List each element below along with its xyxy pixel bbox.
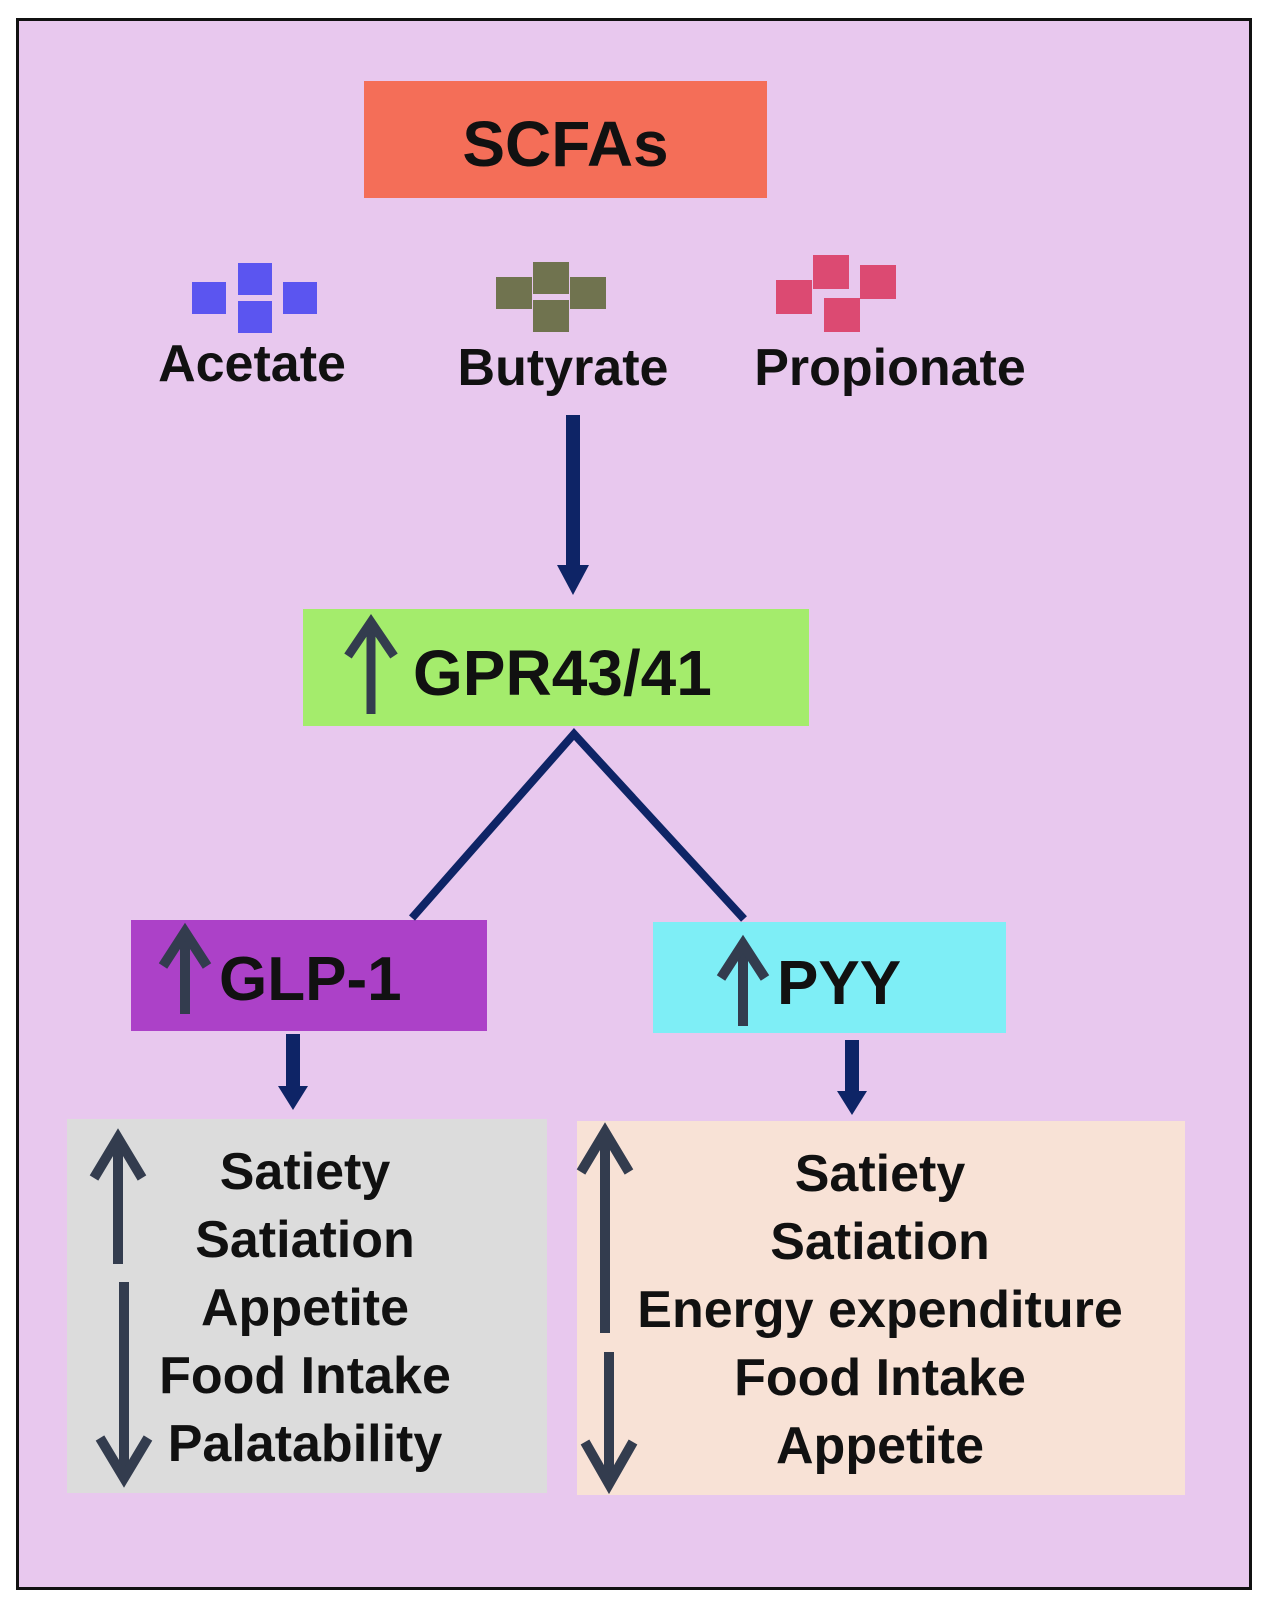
effect-item: Satiation bbox=[770, 1213, 990, 1271]
effect-item: Satiation bbox=[195, 1211, 415, 1269]
pyy-effects-list: Satiety Satiation Energy expenditure Foo… bbox=[610, 1140, 1150, 1480]
effect-item: Appetite bbox=[201, 1279, 409, 1337]
flow-arrow-down-icon bbox=[837, 1040, 867, 1115]
effect-item: Food Intake bbox=[734, 1349, 1026, 1407]
effect-item: Palatability bbox=[167, 1415, 443, 1473]
up-arrow-icon bbox=[344, 613, 398, 714]
effect-item: Satiety bbox=[219, 1143, 391, 1201]
receptor-label: GPR43/41 bbox=[413, 637, 712, 709]
pyy-box: PYY bbox=[653, 922, 1006, 1033]
glp1-label: GLP-1 bbox=[219, 945, 402, 1014]
effect-item: Energy expenditure bbox=[637, 1281, 1123, 1339]
propionate-label: Propionate bbox=[754, 339, 1026, 397]
scfas-title: SCFAs bbox=[462, 108, 669, 180]
pyy-label: PYY bbox=[777, 949, 902, 1018]
acetate-label: Acetate bbox=[158, 335, 346, 393]
branch-lines bbox=[408, 728, 747, 922]
glp1-effects-list: Satiety Satiation Appetite Food Intake P… bbox=[140, 1138, 470, 1478]
decrease-arrow-icon bbox=[95, 1282, 153, 1488]
pyy-effects-box bbox=[577, 1121, 1185, 1495]
flow-arrow-down-icon bbox=[557, 415, 589, 595]
up-arrow-icon bbox=[716, 934, 770, 1026]
effect-item: Satiety bbox=[794, 1145, 966, 1203]
glp1-box: GLP-1 bbox=[131, 920, 487, 1031]
effect-item: Appetite bbox=[776, 1417, 984, 1475]
decrease-arrow-icon bbox=[580, 1352, 638, 1495]
scfas-box: SCFAs bbox=[364, 81, 767, 198]
effect-item: Food Intake bbox=[159, 1347, 451, 1405]
increase-arrow-icon bbox=[89, 1128, 147, 1264]
receptor-box: GPR43/41 bbox=[303, 609, 809, 726]
butyrate-label: Butyrate bbox=[457, 339, 669, 397]
increase-arrow-icon bbox=[576, 1122, 634, 1333]
flow-arrow-down-icon bbox=[278, 1034, 308, 1110]
up-arrow-icon bbox=[158, 922, 212, 1014]
glp1-effects-box bbox=[67, 1119, 547, 1493]
